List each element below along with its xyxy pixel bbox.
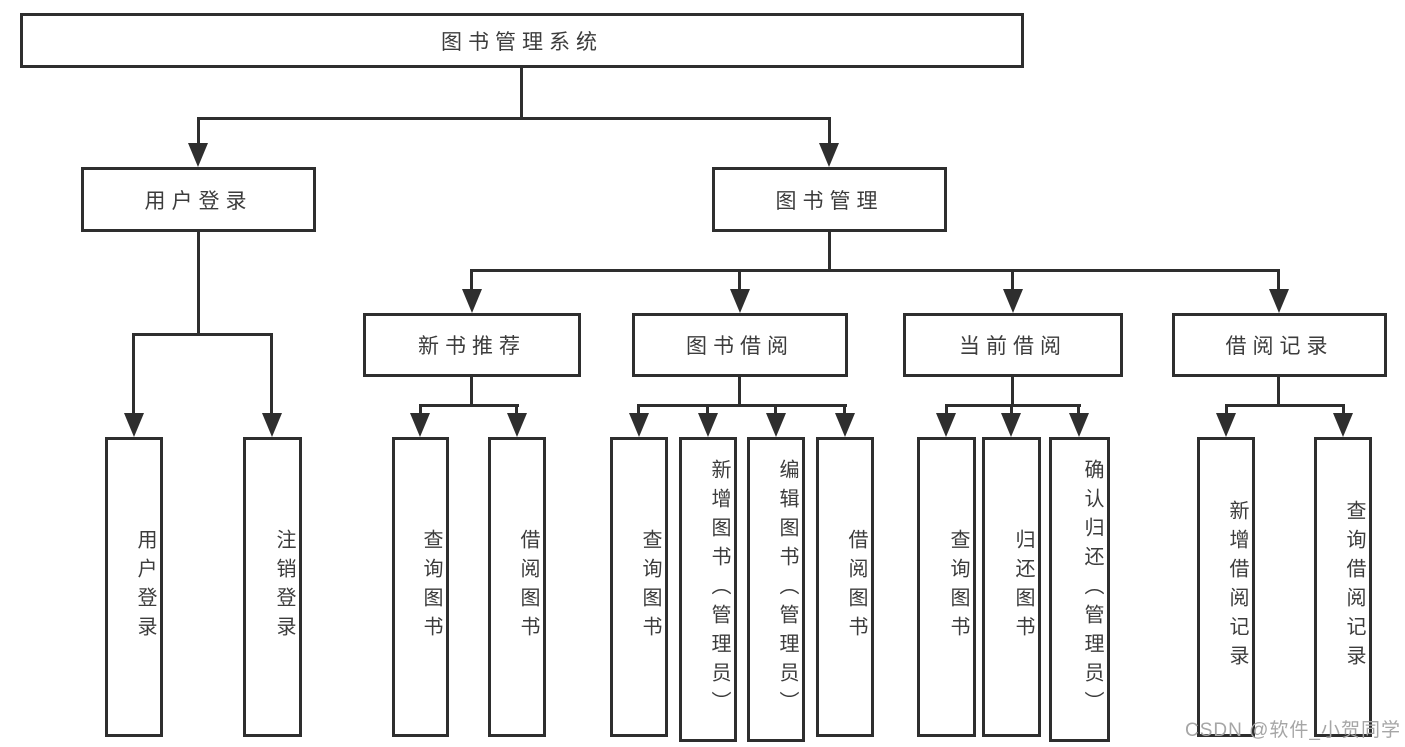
arrowhead <box>462 289 482 313</box>
connector-line <box>520 68 523 120</box>
arrowhead <box>262 413 282 437</box>
node-user-login: 用户登录 <box>81 167 316 232</box>
connector-line <box>1011 377 1014 407</box>
connector-line <box>828 232 831 272</box>
connector-line <box>738 377 741 407</box>
connector-line <box>706 404 709 415</box>
arrowhead <box>124 413 144 437</box>
connector-line <box>637 404 847 407</box>
connector-line <box>945 404 948 415</box>
connector-line <box>197 232 200 336</box>
leaf-borrow-query-books: 查询图书 <box>610 437 668 737</box>
node-new-book-recommend: 新书推荐 <box>363 313 581 377</box>
arrowhead <box>936 413 956 437</box>
connector-line <box>132 333 273 336</box>
node-root: 图书管理系统 <box>20 13 1024 68</box>
connector-line <box>1277 269 1280 293</box>
leaf-borrow-borrow-books: 借阅图书 <box>816 437 874 737</box>
connector-line <box>1011 269 1014 293</box>
connector-line <box>1277 377 1280 407</box>
connector-line <box>738 269 741 293</box>
leaf-records-query-record: 查询借阅记录 <box>1314 437 1372 737</box>
arrowhead <box>1069 413 1089 437</box>
arrowhead <box>766 413 786 437</box>
connector-line <box>470 377 473 407</box>
node-borrowing-records: 借阅记录 <box>1172 313 1387 377</box>
arrowhead <box>1333 413 1353 437</box>
leaf-newbooks-borrow-books: 借阅图书 <box>488 437 546 737</box>
arrowhead <box>835 413 855 437</box>
leaf-user-login: 用户登录 <box>105 437 163 737</box>
arrowhead <box>1216 413 1236 437</box>
node-book-management: 图书管理 <box>712 167 947 232</box>
connector-line <box>828 117 831 147</box>
leaf-current-confirm-return-admin: 确认归还（管理员） <box>1049 437 1110 742</box>
connector-line <box>1342 404 1345 415</box>
arrowhead <box>819 143 839 167</box>
leaf-borrow-edit-books-admin: 编辑图书（管理员） <box>747 437 805 742</box>
arrowhead <box>410 413 430 437</box>
leaf-records-add-record: 新增借阅记录 <box>1197 437 1255 737</box>
connector-line <box>419 404 519 407</box>
leaf-borrow-add-books-admin: 新增图书（管理员） <box>679 437 737 742</box>
connector-line <box>197 117 831 120</box>
connector-line <box>515 404 518 415</box>
connector-line <box>637 404 640 415</box>
arrowhead <box>1269 289 1289 313</box>
watermark: CSDN @软件_小贺同学 <box>1185 720 1401 741</box>
connector-line <box>419 404 422 415</box>
leaf-current-query-books: 查询图书 <box>917 437 976 737</box>
connector-line <box>774 404 777 415</box>
leaf-current-return-books: 归还图书 <box>982 437 1041 737</box>
node-book-borrowing: 图书借阅 <box>632 313 848 377</box>
arrowhead <box>1003 289 1023 313</box>
connector-line <box>270 333 273 417</box>
arrowhead <box>629 413 649 437</box>
connector-line <box>197 117 200 147</box>
leaf-logout: 注销登录 <box>243 437 302 737</box>
connector-line <box>945 404 1081 407</box>
connector-line <box>1077 404 1080 415</box>
arrowhead <box>698 413 718 437</box>
connector-line <box>843 404 846 415</box>
connector-line <box>1010 404 1013 415</box>
connector-line <box>470 269 473 293</box>
node-current-borrowing: 当前借阅 <box>903 313 1123 377</box>
leaf-newbooks-query-books: 查询图书 <box>392 437 449 737</box>
connector-line <box>1225 404 1228 415</box>
arrowhead <box>188 143 208 167</box>
connector-line <box>1225 404 1345 407</box>
arrowhead <box>730 289 750 313</box>
connector-line <box>470 269 1280 272</box>
arrowhead <box>1001 413 1021 437</box>
arrowhead <box>507 413 527 437</box>
connector-line <box>132 333 135 417</box>
